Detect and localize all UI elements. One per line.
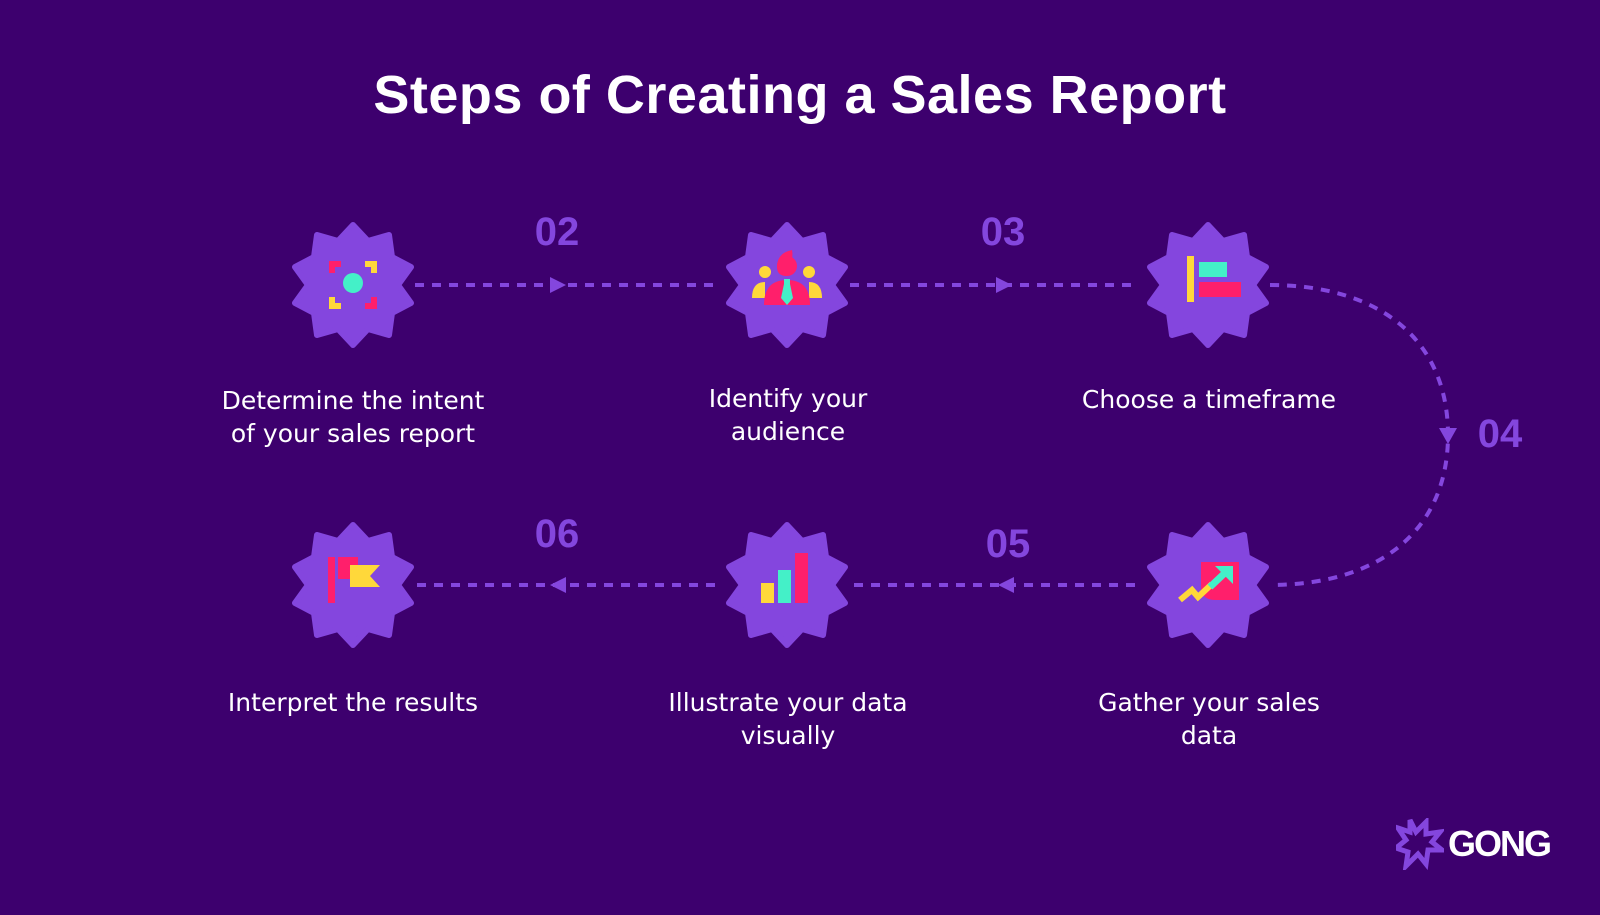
step-number-02: 02 xyxy=(534,210,580,254)
step-3-label-line1: Choose a timeframe xyxy=(1081,385,1337,414)
step-1-badge xyxy=(288,220,418,350)
step-2-badge xyxy=(722,220,852,350)
step-1-label-line2: of your sales report xyxy=(230,419,476,448)
step-4-label-line1: Gather your sales xyxy=(1098,688,1320,717)
arrow-left-icon xyxy=(998,577,1014,593)
step-number-06: 06 xyxy=(534,512,580,556)
step-4-label: Gather your sales data xyxy=(1059,686,1359,752)
step-number-04: 04 xyxy=(1477,412,1523,456)
step-3-badge xyxy=(1143,220,1273,350)
step-6-label: Interpret the results xyxy=(203,686,503,719)
gong-burst-icon xyxy=(1396,818,1444,870)
step-5-label-line1: Illustrate your data xyxy=(668,688,908,717)
audience-people-icon xyxy=(752,250,822,305)
step-number-05: 05 xyxy=(985,522,1031,566)
step-1-label: Determine the intent of your sales repor… xyxy=(203,384,503,450)
page-title: Steps of Creating a Sales Report xyxy=(373,65,1227,125)
timeline-bars-icon xyxy=(1187,256,1241,302)
gong-logo-text: GONG xyxy=(1448,823,1552,864)
step-6-badge xyxy=(288,520,418,650)
step-2-label-line1: Identify your xyxy=(708,384,868,413)
flag-icon xyxy=(328,557,380,603)
connector-3-4 xyxy=(1269,283,1451,587)
arrow-right-icon xyxy=(550,277,566,293)
step-6-label-line1: Interpret the results xyxy=(227,688,479,717)
arrow-left-icon xyxy=(550,577,566,593)
bar-chart-icon xyxy=(761,553,808,603)
growth-arrow-icon xyxy=(1178,562,1239,603)
arrow-down-icon xyxy=(1439,428,1457,444)
arrow-right-icon xyxy=(996,277,1012,293)
step-5-badge xyxy=(722,520,852,650)
step-4-badge xyxy=(1143,520,1273,650)
focus-target-icon xyxy=(329,261,377,309)
step-3-label: Choose a timeframe xyxy=(1059,383,1359,416)
step-2-label: Identify your audience xyxy=(638,382,938,448)
step-1-label-line1: Determine the intent xyxy=(221,386,485,415)
step-2-label-line2: audience xyxy=(730,417,846,446)
step-5-label-line2: visually xyxy=(740,721,836,750)
step-4-label-line2: data xyxy=(1180,721,1238,750)
step-number-03: 03 xyxy=(980,210,1026,254)
step-5-label: Illustrate your data visually xyxy=(638,686,938,752)
gong-logo: GONG xyxy=(1396,818,1552,870)
